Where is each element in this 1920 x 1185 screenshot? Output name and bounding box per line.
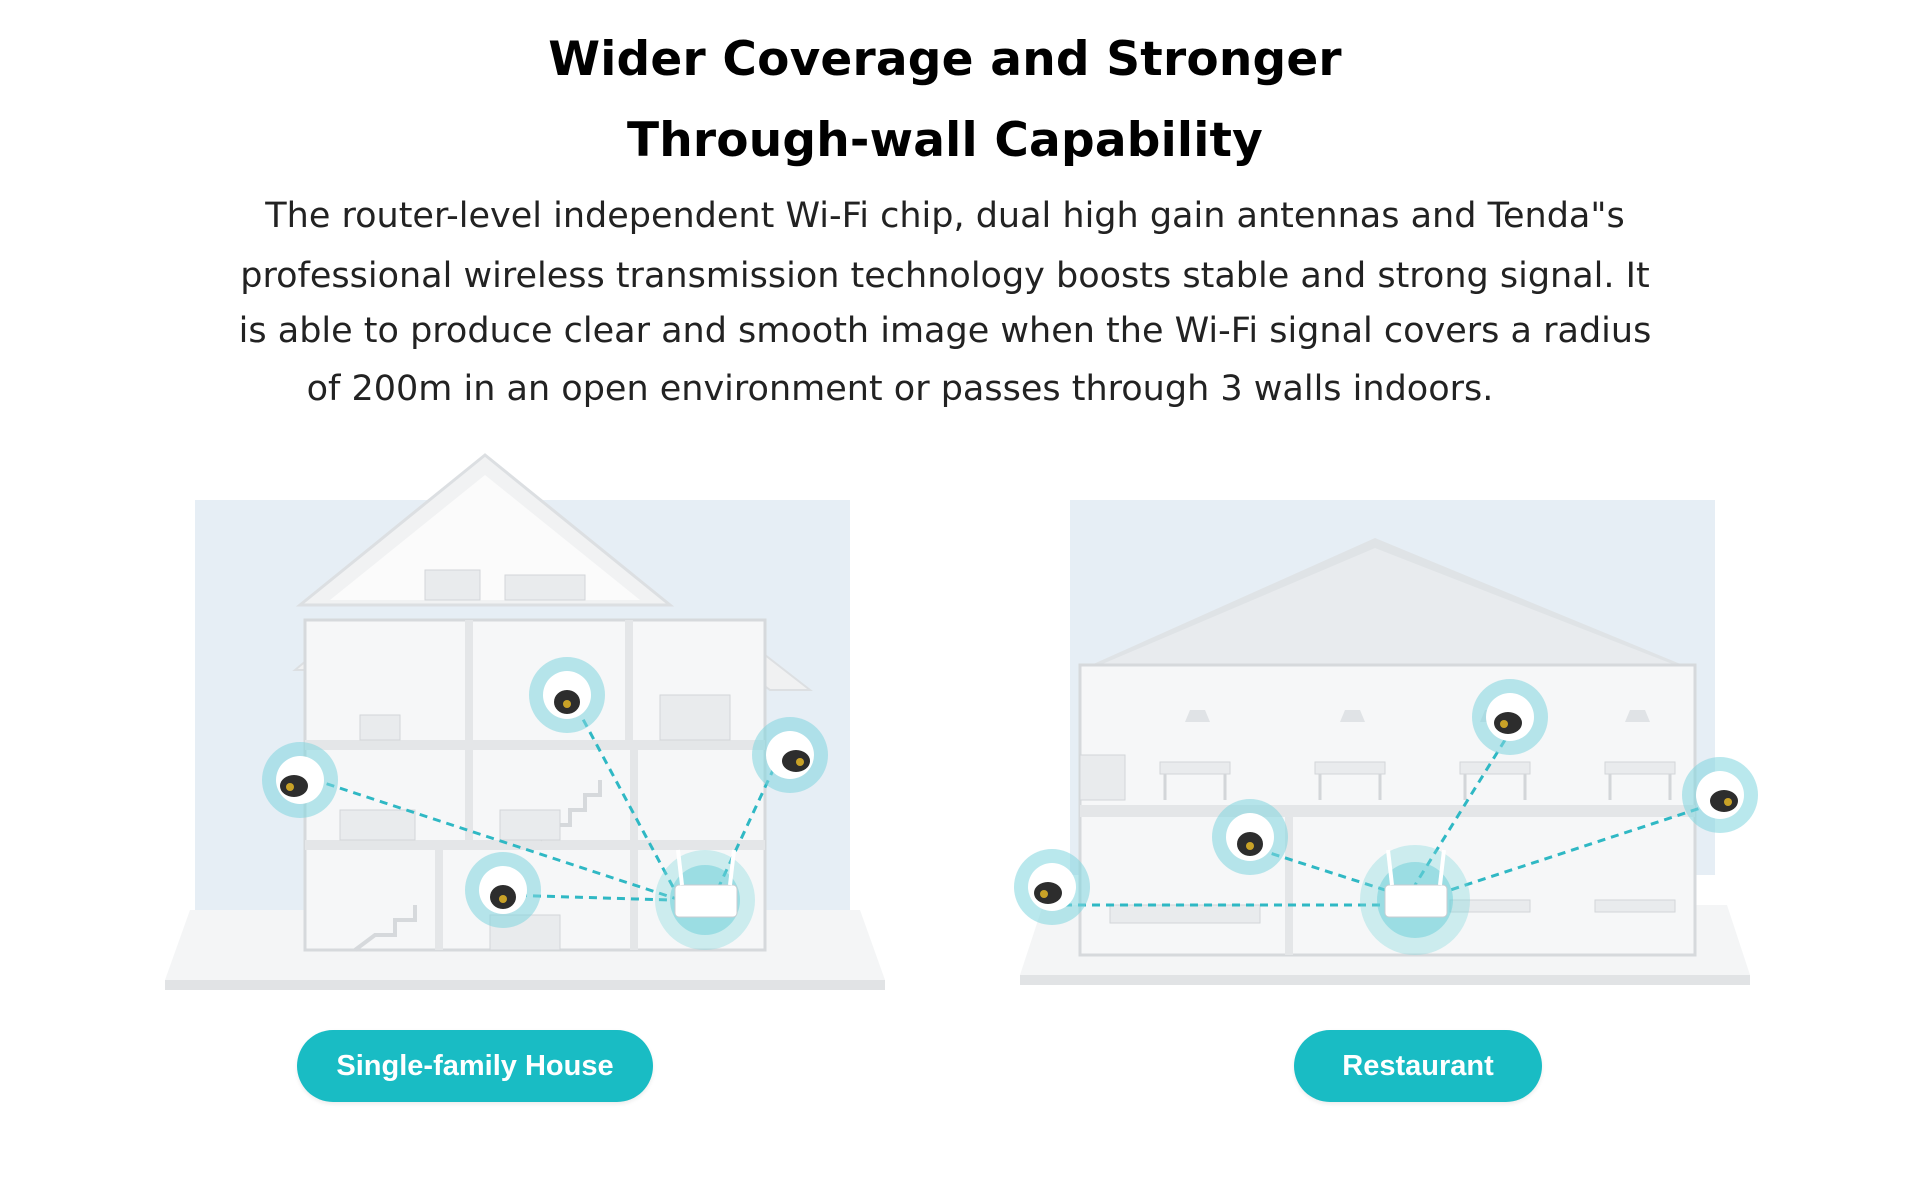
house-illustration: [160, 445, 900, 1000]
description-line-4: of 200m in an open environment or passes…: [306, 369, 1494, 409]
description-line-1: The router-level independent Wi-Fi chip,…: [265, 196, 1625, 236]
description-line-2: professional wireless transmission techn…: [240, 256, 1650, 296]
camera-icon: [527, 655, 607, 735]
camera-icon: [750, 715, 830, 795]
camera-icon: [1210, 797, 1290, 877]
restaurant-button[interactable]: Restaurant: [1294, 1030, 1542, 1102]
heading-line-2: Through-wall Capability: [626, 113, 1264, 168]
restaurant-illustration: [1012, 500, 1770, 1000]
camera-icon: [1012, 847, 1092, 927]
camera-icon: [260, 740, 340, 820]
camera-icon: [1680, 755, 1760, 835]
camera-icon: [463, 850, 543, 930]
single-family-house-button[interactable]: Single-family House: [297, 1030, 653, 1102]
heading-line-1: Wider Coverage and Stronger: [548, 32, 1342, 87]
camera-icon: [1470, 677, 1550, 757]
description-line-3: is able to produce clear and smooth imag…: [238, 311, 1652, 351]
